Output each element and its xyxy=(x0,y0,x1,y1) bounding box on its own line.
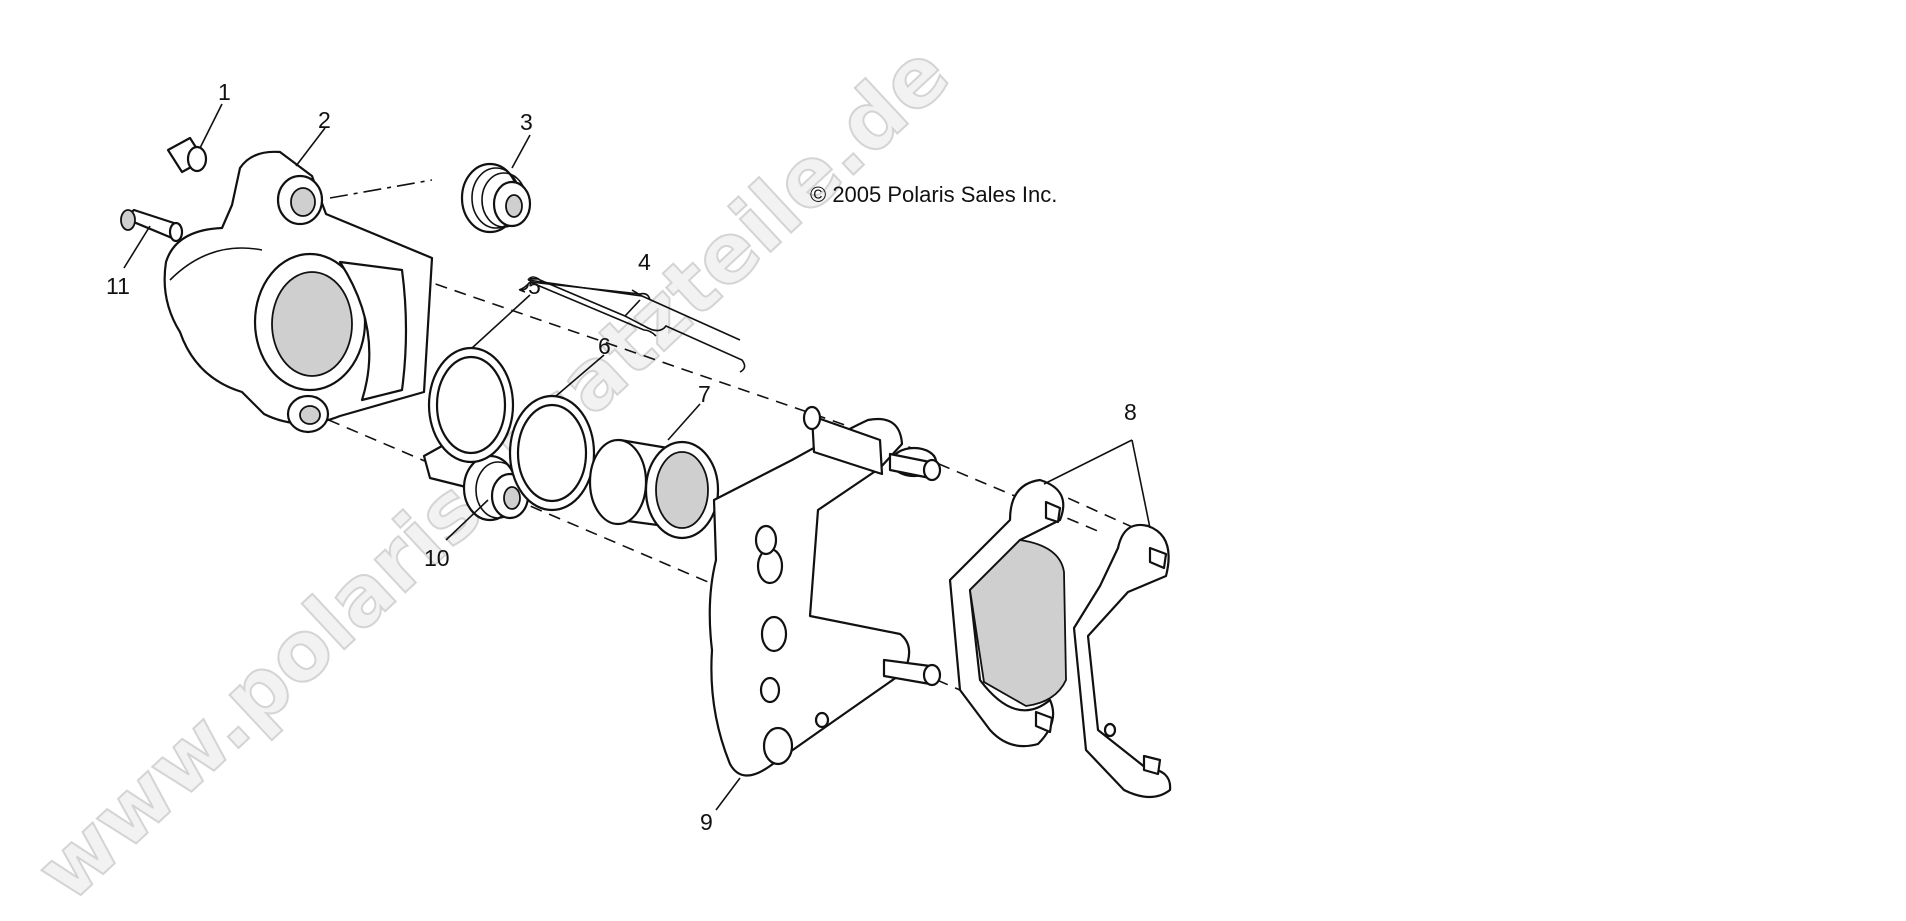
brace-item-4 xyxy=(527,276,746,373)
part-1-cap xyxy=(166,136,208,174)
part-11-bleeder-screw xyxy=(120,208,184,243)
part-6-seal-ring xyxy=(508,394,596,512)
part-9-bracket xyxy=(708,405,942,777)
part-8-brake-pad-outer xyxy=(1072,523,1172,799)
callout-1: 1 xyxy=(218,79,231,105)
callout-9: 9 xyxy=(700,809,713,835)
callout-4: 4 xyxy=(638,249,651,275)
part-8-brake-pad-inner xyxy=(948,478,1067,748)
part-2-caliper-body xyxy=(163,150,434,434)
callout-numbers: 1 2 3 4 5 6 7 8 9 10 11 xyxy=(106,79,1137,835)
callout-5: 5 xyxy=(528,273,541,299)
callout-6: 6 xyxy=(598,333,611,359)
callout-11: 11 xyxy=(106,273,130,299)
copyright-notice: © 2005 Polaris Sales Inc. xyxy=(810,182,1057,207)
callout-10: 10 xyxy=(424,545,450,571)
part-3-boot xyxy=(460,162,532,234)
part-7-piston xyxy=(588,438,720,540)
callout-7: 7 xyxy=(698,381,711,407)
leader-lines xyxy=(123,103,1151,811)
part-5-seal-ring xyxy=(427,346,515,464)
callout-8: 8 xyxy=(1124,399,1137,425)
callout-2: 2 xyxy=(318,107,331,133)
part-10-pin-boot xyxy=(422,444,530,522)
callout-3: 3 xyxy=(520,109,533,135)
